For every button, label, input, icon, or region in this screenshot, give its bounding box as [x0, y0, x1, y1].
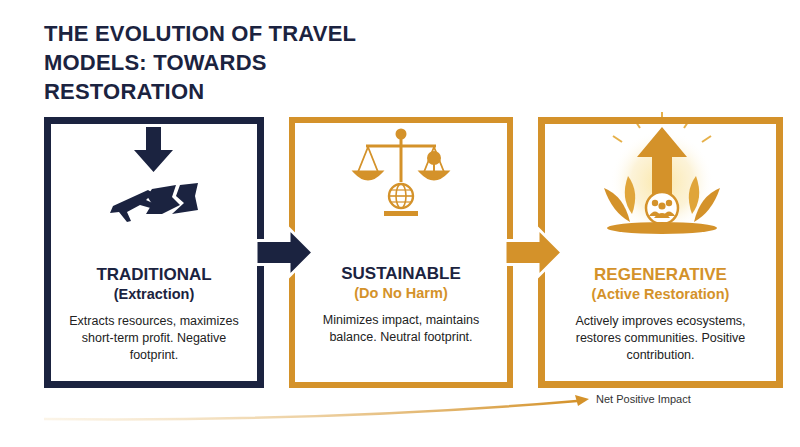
stage-subheading: (Extraction)	[59, 285, 249, 304]
stage-description: Minimizes impact, maintains balance. Neu…	[313, 312, 489, 346]
stage-description: Extracts resources, maximizes short-term…	[66, 313, 242, 364]
extraction-icon	[110, 127, 198, 222]
stage-box: REGENERATIVE(Active Restoration) Actively…	[538, 117, 783, 388]
stage-description: Actively improves ecosystems, restores c…	[573, 313, 749, 364]
stage-subheading: (Do No Harm)	[303, 284, 499, 303]
flow-arrow	[256, 229, 313, 277]
stage-box: TRADITIONAL(Extraction) Extracts resource…	[44, 117, 264, 388]
stage-heading: REGENERATIVE	[553, 264, 768, 285]
flow-arrow	[505, 229, 562, 277]
diagram-title: THE EVOLUTION OF TRAVEL MODELS: TOWARDS …	[44, 19, 424, 106]
restoration-icon	[604, 112, 720, 234]
balance-icon	[355, 130, 447, 216]
trend-arrow	[44, 395, 589, 419]
stage-heading: SUSTAINABLE	[303, 263, 499, 284]
stage-subheading: (Active Restoration)	[553, 285, 768, 304]
trend-label: Net Positive Impact	[596, 393, 691, 405]
stage-box: SUSTAINABLE(Do No Harm) Minimizes impact,…	[289, 117, 513, 388]
stage-heading: TRADITIONAL	[59, 264, 249, 285]
